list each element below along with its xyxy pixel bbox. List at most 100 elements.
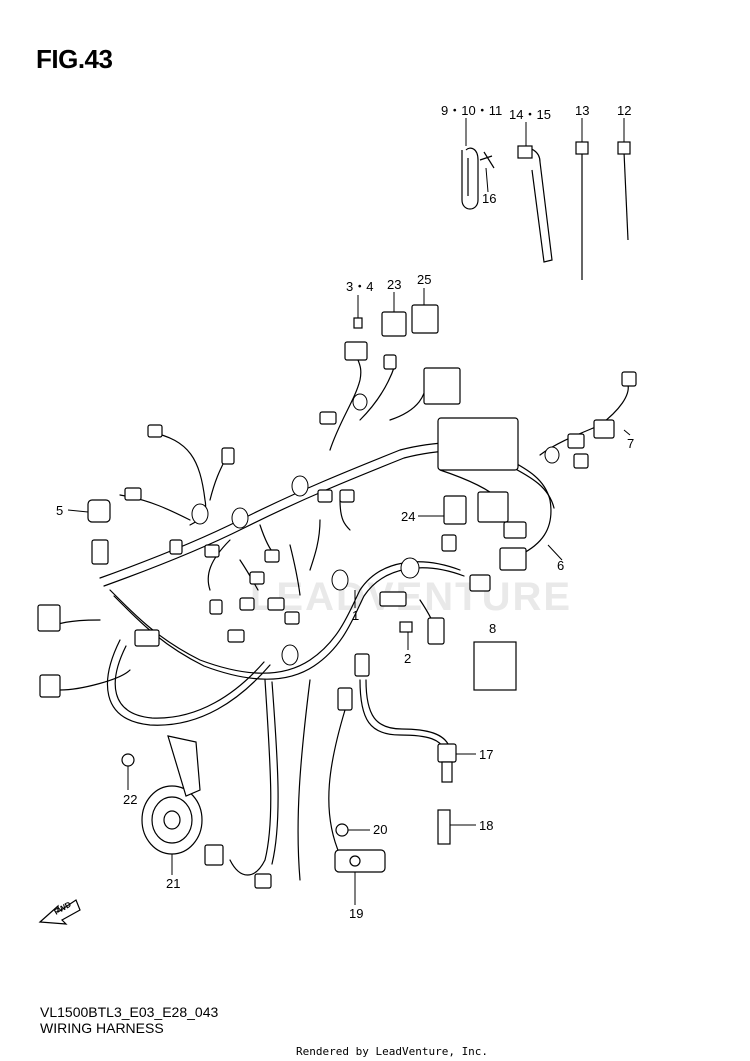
connector <box>254 873 272 889</box>
connector <box>264 549 280 563</box>
figure-title: FIG.43 <box>36 44 113 74</box>
connector <box>319 411 337 425</box>
connector <box>503 521 527 539</box>
connector <box>573 453 589 469</box>
connector <box>147 424 163 438</box>
callout-5: 5 <box>56 503 63 518</box>
cable-tie-14-15 <box>521 147 553 263</box>
connector <box>427 617 445 645</box>
connector-block <box>37 604 61 632</box>
wire-b <box>207 539 231 591</box>
wire-i <box>59 669 131 691</box>
connector <box>567 433 585 449</box>
cable-clamp-9-10-11 <box>461 147 479 210</box>
callout-20: 20 <box>373 822 387 837</box>
connector <box>469 574 491 592</box>
connector <box>379 591 407 607</box>
leader-16 <box>485 167 489 193</box>
cable-tie-head-14-15 <box>517 145 533 159</box>
figure-name: WIRING HARNESS <box>40 1020 164 1036</box>
connector <box>337 687 353 711</box>
callout-25: 25 <box>417 272 431 287</box>
wire-e <box>309 519 321 571</box>
connector <box>209 599 223 615</box>
harness-grommet <box>544 446 560 464</box>
relay-24 <box>443 495 467 525</box>
cable-tie-12 <box>623 151 629 241</box>
watermark: LEADVENTURE <box>250 575 572 619</box>
callout-22: 22 <box>123 792 137 807</box>
lower-harness-2 <box>113 567 465 680</box>
callout-9-10-11: 9・10・11 <box>441 103 502 118</box>
connector <box>227 629 245 643</box>
callout-2: 2 <box>404 651 411 666</box>
upper-branch-34 <box>329 359 362 451</box>
connector <box>284 611 300 625</box>
callout-16: 16 <box>482 191 496 206</box>
leader-7 <box>623 429 631 436</box>
connector <box>344 341 368 361</box>
sensor-17-body <box>441 761 453 783</box>
connector <box>134 629 160 647</box>
left-loop <box>106 639 271 726</box>
connector <box>267 597 285 611</box>
harness-clamp <box>331 569 349 591</box>
callout-7: 7 <box>627 436 634 451</box>
sensor-19-wire <box>328 709 346 856</box>
sensor-17 <box>437 743 457 763</box>
sensor-17-wire <box>359 679 446 751</box>
sensor-19-hole <box>349 855 361 867</box>
callout-19: 19 <box>349 906 363 921</box>
leader-5 <box>67 509 89 513</box>
cable-tie-head-12 <box>617 141 631 155</box>
wire-j <box>54 619 101 626</box>
ecm-connector <box>437 417 519 471</box>
wire-f <box>339 499 351 531</box>
callout-14-15: 14・15 <box>509 107 551 122</box>
horn-center <box>163 810 181 830</box>
connector <box>249 571 265 585</box>
connector <box>169 539 183 555</box>
horn-branch-2 <box>271 681 279 865</box>
upper-branch-25 <box>389 379 429 421</box>
callout-17: 17 <box>479 747 493 762</box>
connector <box>383 354 397 370</box>
lower-down-branch <box>297 679 311 881</box>
callout-8: 8 <box>489 621 496 636</box>
connector <box>204 844 224 866</box>
callout-12: 12 <box>617 103 631 118</box>
connector <box>441 534 457 552</box>
harness-clamp <box>400 557 420 579</box>
fwd-arrow-icon: FWD <box>38 899 81 925</box>
wire-d <box>289 544 301 596</box>
fuse-box <box>423 367 461 405</box>
harness-clamp <box>291 475 309 497</box>
callout-21: 21 <box>166 876 180 891</box>
leader-6 <box>547 544 563 561</box>
callout-18: 18 <box>479 818 493 833</box>
render-credit: Rendered by LeadVenture, Inc. <box>296 1045 489 1058</box>
label-plate-8 <box>473 641 517 691</box>
top-left-branch-2 <box>209 459 226 501</box>
bolt-22 <box>121 753 135 767</box>
callout-3-4: 3・4 <box>346 279 373 294</box>
harness-clamp <box>191 503 209 525</box>
connector <box>124 487 142 501</box>
screw-16 <box>479 151 495 169</box>
connector <box>91 539 109 565</box>
lower-harness <box>109 561 461 674</box>
left-loop-2 <box>114 645 265 719</box>
connector <box>339 489 355 503</box>
connector <box>354 653 370 677</box>
callout-6: 6 <box>557 558 564 573</box>
harness-clamp <box>352 393 368 411</box>
fuse-2 <box>399 621 413 633</box>
connector <box>317 489 333 503</box>
connector <box>204 544 220 558</box>
harness-clamp <box>281 644 299 666</box>
callout-1: 1 <box>352 608 359 623</box>
figure-code: VL1500BTL3_E03_E28_043 <box>40 1004 219 1020</box>
cable-tie-head-13 <box>575 141 589 155</box>
upper-branch-23 <box>359 364 396 421</box>
